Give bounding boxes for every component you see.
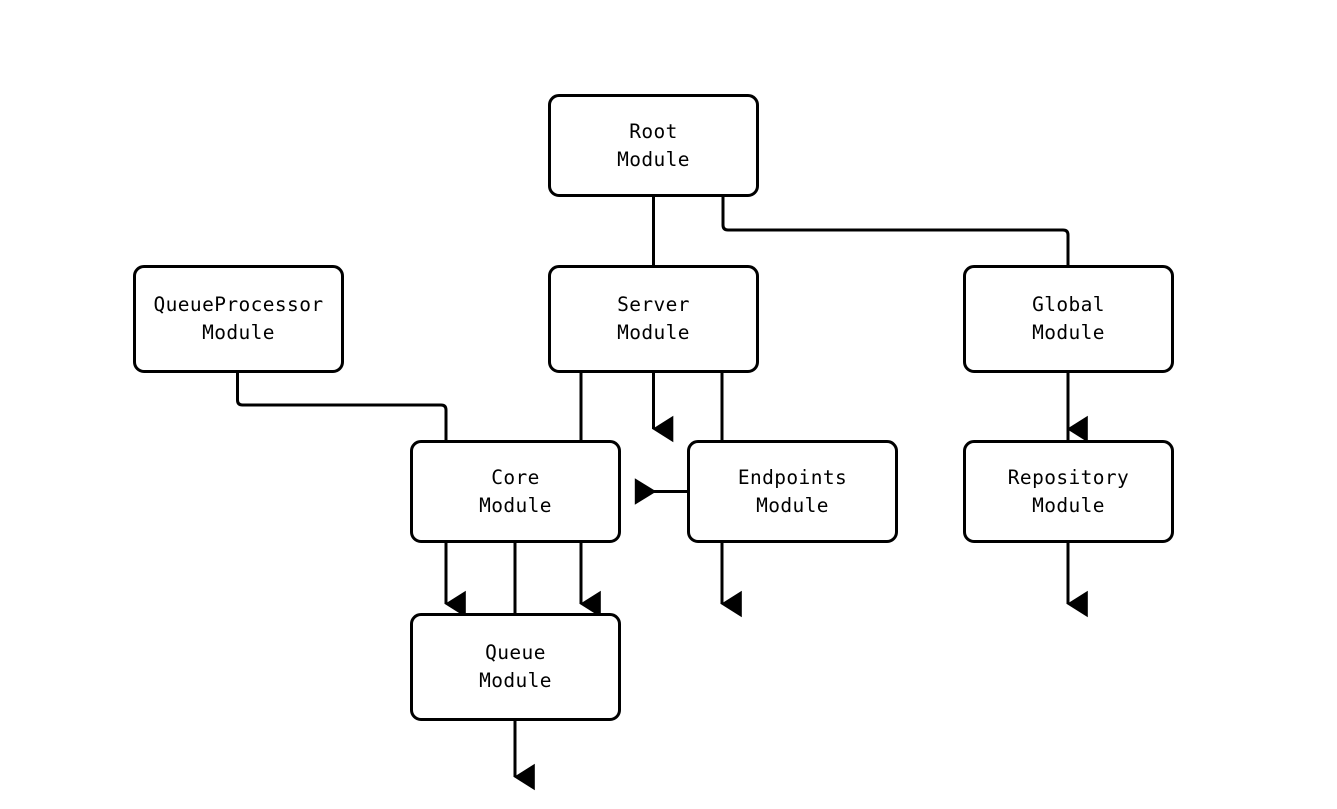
node-global[interactable]: Global Module <box>963 265 1174 373</box>
node-global-line-2: Module <box>1032 321 1105 344</box>
node-endpoints-line-2: Module <box>756 493 829 517</box>
node-queueprocessor[interactable]: QueueProcessor Module <box>133 265 344 373</box>
node-repository[interactable]: Repository Module <box>963 440 1174 543</box>
node-queue[interactable]: Queue Module <box>410 613 621 721</box>
node-root-line-1: Root <box>629 119 678 143</box>
node-core[interactable]: Core Module <box>410 440 621 543</box>
node-endpoints[interactable]: Endpoints Module <box>687 440 898 543</box>
node-repository-line-1: Repository <box>1007 465 1130 489</box>
node-endpoints-line-1: Endpoints <box>737 465 848 489</box>
node-server-line-1: Server <box>617 293 690 317</box>
node-core-line-2: Module <box>479 493 552 517</box>
node-queue-line-1: Queue <box>485 641 546 665</box>
node-root-line-2: Module <box>617 147 690 171</box>
node-global-line-1: Global <box>1032 293 1105 317</box>
node-server-line-2: Module <box>617 321 690 344</box>
node-repository-line-2: Module <box>1032 493 1105 517</box>
node-queueprocessor-line-2: Module <box>202 321 275 344</box>
node-server[interactable]: Server Module <box>548 265 759 373</box>
node-queue-line-2: Module <box>479 669 552 692</box>
node-core-line-1: Core <box>491 465 540 489</box>
node-root[interactable]: Root Module <box>548 94 759 197</box>
node-queueprocessor-line-1: QueueProcessor <box>153 293 324 317</box>
